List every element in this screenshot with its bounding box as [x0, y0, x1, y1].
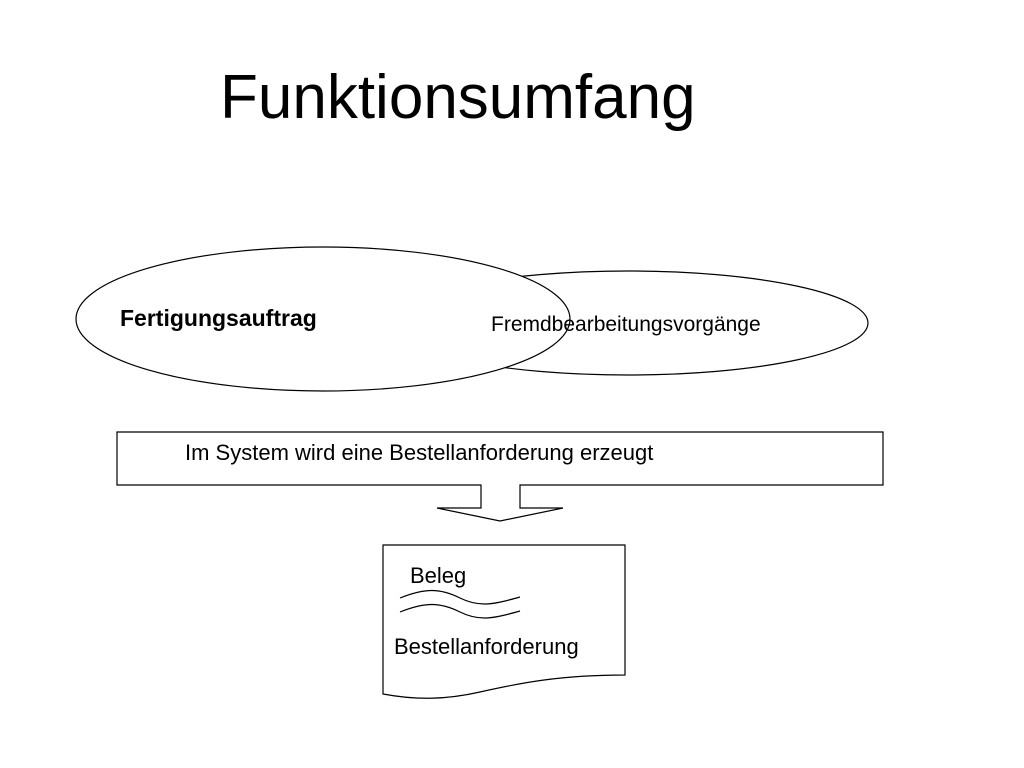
process-box-with-arrow — [116, 431, 884, 522]
ellipse-primary-label: Fertigungsauftrag — [120, 305, 317, 331]
process-box-label: Im System wird eine Bestellanforderung e… — [185, 440, 654, 465]
ellipse-secondary-label: Fremdbearbeitungsvorgänge — [491, 313, 761, 336]
document-shape — [382, 544, 626, 699]
wave-line-2 — [399, 603, 521, 619]
document-name-label: Bestellanforderung — [394, 634, 579, 659]
wave-line-1 — [399, 589, 521, 605]
document-type-label: Beleg — [410, 563, 467, 588]
ellipse-primary — [75, 246, 571, 392]
slide-title: Funktionsumfang — [220, 63, 696, 132]
